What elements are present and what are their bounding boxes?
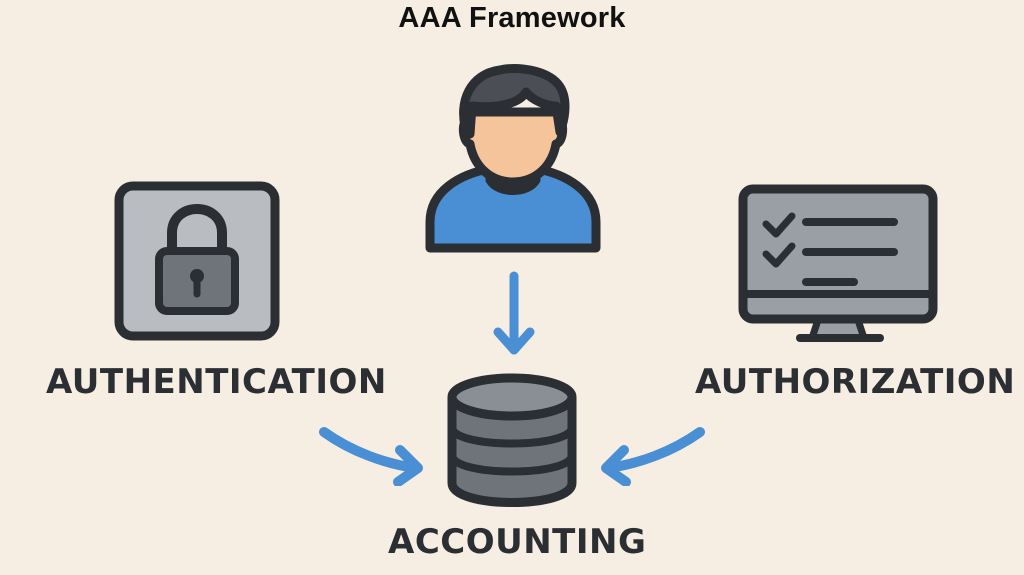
curved-arrow-left-icon	[596, 420, 708, 486]
database-icon	[446, 373, 578, 509]
padlock-icon	[114, 181, 280, 341]
authentication-label: AUTHENTICATION	[46, 362, 387, 402]
authorization-label: AUTHORIZATION	[695, 362, 1016, 402]
user-icon	[418, 62, 608, 258]
arrow-down-icon	[493, 270, 535, 360]
accounting-label: ACCOUNTING	[388, 522, 647, 562]
monitor-checklist-icon	[738, 184, 938, 346]
diagram-title: AAA Framework	[398, 2, 626, 34]
curved-arrow-right-icon	[316, 420, 428, 486]
